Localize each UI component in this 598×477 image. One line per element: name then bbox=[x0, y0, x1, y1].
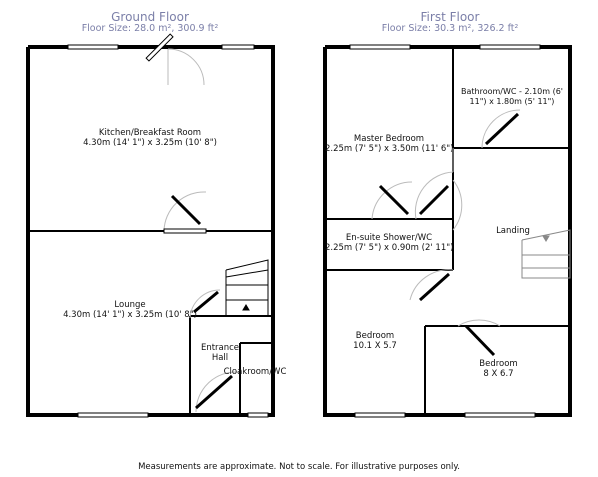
entrance-label: Entrance Hall bbox=[192, 343, 248, 363]
ground-floor-stairs bbox=[225, 259, 269, 317]
first-floor-size: Floor Size: 30.3 m², 326.2 ft² bbox=[381, 23, 519, 34]
kitchen-name: Kitchen/Breakfast Room bbox=[98, 128, 202, 138]
bedroom2-name: Bedroom bbox=[355, 331, 395, 341]
entrance-name-line2: Hall bbox=[211, 353, 229, 363]
first-floor-windows bbox=[349, 44, 541, 418]
landing-label: Landing bbox=[470, 226, 556, 236]
first-floor-doors bbox=[371, 109, 521, 357]
bedroom3-label: Bedroom 8 X 6.7 bbox=[427, 359, 570, 379]
ground-floor-windows bbox=[67, 44, 269, 418]
bathroom-line1: Bathroom/WC - 2.10m (6' bbox=[460, 87, 563, 96]
bathroom-label: Bathroom/WC - 2.10m (6' 11") x 1.80m (5'… bbox=[455, 87, 569, 107]
cloakroom-name: Cloakroom/WC bbox=[223, 367, 287, 377]
lounge-name: Lounge bbox=[114, 300, 146, 310]
bedroom2-dims: 10.1 X 5.7 bbox=[353, 341, 397, 351]
first-floor-stairs bbox=[521, 229, 571, 279]
bathroom-line2: 11") x 1.80m (5' 11") bbox=[469, 97, 555, 106]
lounge-label: Lounge 4.30m (14' 1") x 3.25m (10' 8") bbox=[30, 300, 230, 320]
kitchen-dims: 4.30m (14' 1") x 3.25m (10' 8") bbox=[83, 138, 217, 148]
lounge-dims: 4.30m (14' 1") x 3.25m (10' 8") bbox=[63, 310, 197, 320]
disclaimer-footer: Measurements are approximate. Not to sca… bbox=[138, 462, 460, 472]
entrance-name-line1: Entrance bbox=[200, 343, 240, 353]
kitchen-label: Kitchen/Breakfast Room 4.30m (14' 1") x … bbox=[30, 128, 270, 148]
bedroom2-label: Bedroom 10.1 X 5.7 bbox=[325, 331, 425, 351]
ground-floor-walls bbox=[26, 45, 275, 417]
ensuite-dims: 2.25m (7' 5") x 0.90m (2' 11") bbox=[325, 243, 454, 253]
ground-floor-title: Ground Floor bbox=[111, 10, 189, 24]
ensuite-name: En-suite Shower/WC bbox=[345, 233, 433, 243]
bedroom3-dims: 8 X 6.7 bbox=[483, 369, 514, 379]
master-bedroom-label: Master Bedroom 2.25m (7' 5") x 3.50m (11… bbox=[325, 134, 453, 154]
landing-name: Landing bbox=[496, 226, 530, 236]
bedroom3-name: Bedroom bbox=[479, 359, 518, 369]
master-bedroom-dims: 2.25m (7' 5") x 3.50m (11' 6") bbox=[325, 144, 454, 154]
first-floor-title: First Floor bbox=[420, 10, 480, 24]
master-bedroom-name: Master Bedroom bbox=[353, 134, 425, 144]
ground-floor-size: Floor Size: 28.0 m², 300.9 ft² bbox=[81, 23, 219, 34]
ensuite-label: En-suite Shower/WC 2.25m (7' 5") x 0.90m… bbox=[325, 233, 453, 253]
cloakroom-label: Cloakroom/WC bbox=[220, 367, 290, 377]
ground-floor-doors bbox=[145, 33, 239, 413]
